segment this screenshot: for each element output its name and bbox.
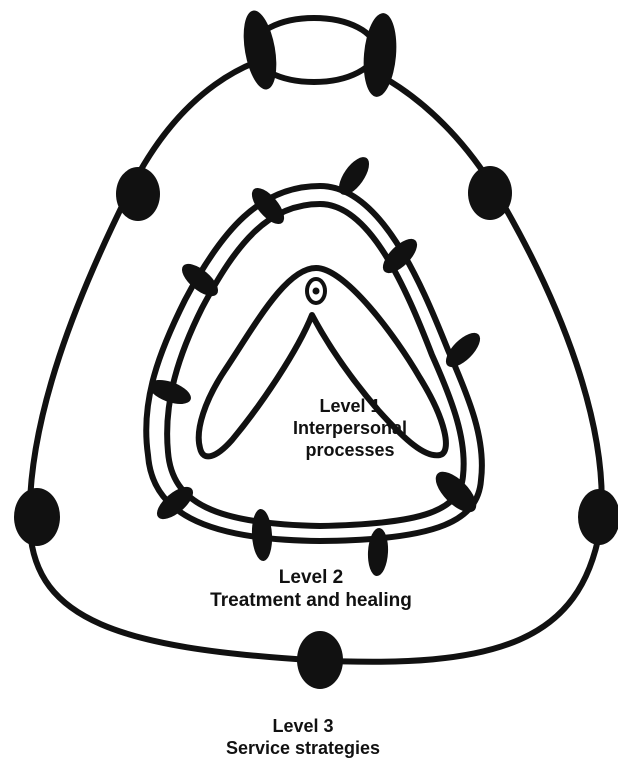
inner-boomerang bbox=[195, 265, 449, 460]
top-left-lens-node bbox=[243, 10, 277, 90]
middle-node-5 bbox=[445, 332, 481, 368]
middle-ring-inner-line bbox=[164, 200, 467, 530]
outer-node-upper-right bbox=[468, 166, 512, 220]
level-3-title: Level 3 bbox=[272, 716, 334, 736]
middle-node-7 bbox=[156, 486, 194, 520]
middle-node-8 bbox=[251, 509, 273, 561]
middle-node-10 bbox=[435, 471, 477, 513]
outer-node-upper-left bbox=[116, 167, 160, 221]
level-1-subtitle-line-1: Interpersonal bbox=[292, 417, 408, 438]
level-3-subtitle: Service strategies bbox=[225, 737, 381, 758]
middle-node-9 bbox=[367, 528, 389, 576]
outer-node-bottom bbox=[297, 631, 343, 689]
middle-node-6 bbox=[149, 379, 191, 405]
level-2-title: Level 2 bbox=[278, 567, 344, 588]
middle-node-3 bbox=[338, 157, 370, 195]
outer-node-left bbox=[14, 488, 60, 546]
middle-node-2 bbox=[251, 187, 285, 225]
level-3-label: Level 3 Service strategies bbox=[0, 716, 612, 760]
level-1-subtitle-line-2: processes bbox=[305, 439, 395, 460]
level-1-label: Level 1 Interpersonal processes bbox=[41, 396, 618, 462]
apex-symbol-dot bbox=[312, 287, 320, 295]
middle-node-1 bbox=[181, 263, 219, 297]
top-right-lens-node bbox=[363, 13, 397, 97]
level-2-label: Level 2 Treatment and healing bbox=[2, 566, 618, 612]
apex-symbol-ring bbox=[305, 277, 327, 305]
level-2-subtitle: Treatment and healing bbox=[210, 590, 412, 612]
outer-node-right bbox=[578, 489, 618, 545]
middle-ring-outer-line bbox=[143, 182, 485, 545]
middle-node-4 bbox=[382, 238, 418, 274]
level-1-title: Level 1 bbox=[319, 396, 381, 416]
